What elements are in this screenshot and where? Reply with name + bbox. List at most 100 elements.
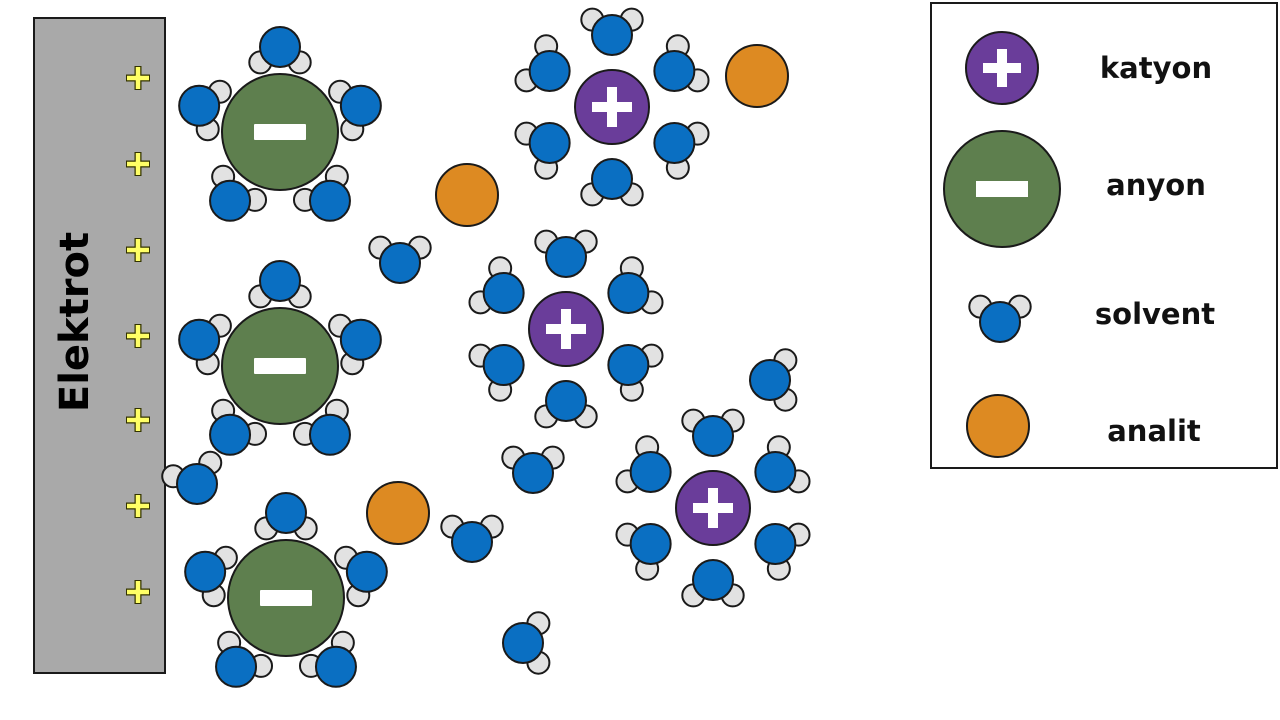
legend-label-cation: katyon [1099,51,1213,85]
legend-icons [943,31,1061,458]
electrode-plus-sign [126,494,150,518]
electrode-plus-sign [126,408,150,432]
solvent-oxygen [512,452,554,494]
plus-fill [127,581,149,603]
anion-2 [178,260,382,456]
solvent-oxygen [749,359,791,401]
solvent-oxygen [653,122,696,164]
hydration-water [580,158,644,207]
solvent-oxygen [482,344,525,386]
solvent-oxygen [629,523,672,565]
hydration-water [607,256,664,315]
electrode-plus-sign [126,324,150,348]
hydration-water [215,630,274,688]
plus-fill [127,409,149,431]
hydration-water [328,313,382,376]
solvent-oxygen [379,242,421,284]
solvent-oxygen [215,645,258,688]
legend-plus-sign [997,49,1007,87]
solvent-oxygen [265,492,307,534]
legend-label-solvent: solvent [1094,297,1216,331]
solvent-oxygen [979,301,1021,343]
minus-sign [254,124,306,140]
hydration-water [178,79,232,142]
electrode-plus-sign [126,238,150,262]
solvent-oxygen [259,26,301,68]
electrode-plus-sign [126,580,150,604]
plus-sign [708,488,718,528]
hydration-water [334,545,388,608]
solvent-oxygen [178,318,221,361]
solvent-oxygen [308,413,351,456]
solvent-oxygen [314,645,357,688]
solvent-oxygen [345,550,388,593]
solvent-oxygen [339,84,382,127]
free-solvent [502,611,551,675]
solvent-oxygen [482,272,525,314]
hydration-water [615,435,672,494]
solvent-oxygen [545,380,587,422]
hydration-water [328,79,382,142]
cation-3 [615,408,811,608]
electrode-plus-sign [126,152,150,176]
free-solvent [161,450,223,505]
hydration-water [615,522,672,581]
hydration-water [534,229,598,278]
solvent-oxygen [209,413,252,456]
cation-1 [514,7,710,207]
solvent-oxygen [754,451,797,493]
electrode [33,17,166,674]
hydration-water [514,34,571,93]
solvent-oxygen [754,523,797,565]
analyte-1 [435,163,499,227]
hydration-water [681,408,745,457]
solvent-oxygen [176,463,218,505]
minus-sign [254,358,306,374]
solvent-oxygen [184,550,227,593]
free-solvent [368,235,432,284]
hydration-water [298,630,357,688]
solvent-oxygen [451,521,493,563]
free-solvent [440,514,504,563]
hydration-water [681,559,745,608]
plus-fill [127,153,149,175]
legend-analyte-icon [966,394,1030,458]
solvent-oxygen [502,622,544,664]
anion-1 [178,26,382,222]
solvent-oxygen [653,50,696,92]
cation-2 [468,229,664,429]
solvent-oxygen [308,179,351,222]
solvent-oxygen [629,451,672,493]
solvent-oxygen [591,158,633,200]
legend-solvent-icon [968,294,1032,343]
plus-fill [127,239,149,261]
plus-fill [127,325,149,347]
electrode-plus-sign [126,66,150,90]
hydration-water [580,7,644,56]
hydration-water [653,121,710,180]
hydration-water [292,164,351,222]
analyte-2 [725,44,789,108]
hydration-water [254,492,318,541]
solvent-oxygen [692,559,734,601]
free-solvent [501,445,565,494]
solvent-oxygen [528,50,571,92]
hydration-water [468,256,525,315]
hydration-water [653,34,710,93]
hydration-water [248,260,312,309]
solvent-oxygen [339,318,382,361]
free-solvent [749,348,798,412]
hydration-water [607,343,664,402]
solvent-oxygen [178,84,221,127]
hydration-water [184,545,238,608]
solvent-oxygen [692,415,734,457]
legend-minus-sign [976,181,1028,197]
hydration-water [178,313,232,376]
plus-sign [607,87,617,127]
hydration-water [514,121,571,180]
solvent-oxygen [528,122,571,164]
solvent-oxygen [259,260,301,302]
solvent-oxygen [591,14,633,56]
plus-fill [127,67,149,89]
